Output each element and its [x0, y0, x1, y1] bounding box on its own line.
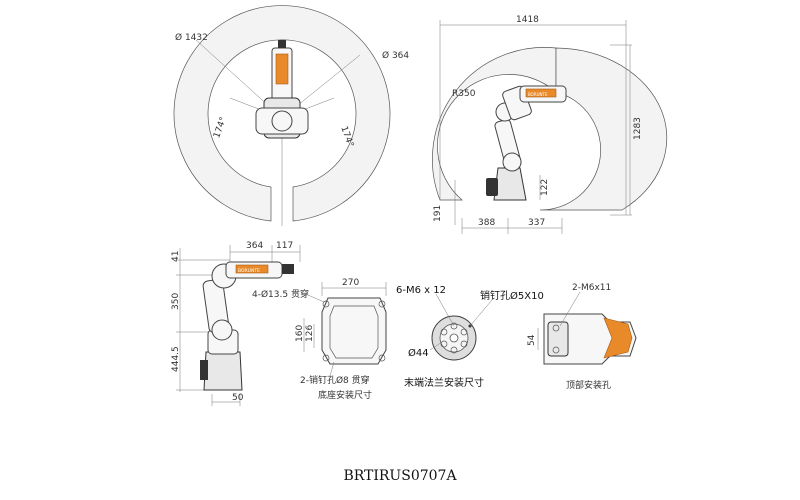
base-mount-view: 270 160 126 4-Ø13.5 贯穿 2-销钉孔Ø8 贯穿 底座安装尺寸 [252, 278, 387, 401]
flange-dia-label: Ø44 [408, 347, 429, 359]
d41-label: 41 [171, 251, 181, 262]
d364-label: 364 [246, 241, 263, 251]
base-caption: 底座安装尺寸 [318, 389, 372, 401]
top-mount-screws-label: 2-M6x11 [572, 283, 611, 293]
top-view-work-range: Ø 1432 Ø 364 174° 174° [173, 5, 409, 226]
width-label: 1418 [516, 15, 539, 25]
flange-pin-label: 销钉孔Ø5X10 [480, 289, 544, 302]
flange-caption: 末端法兰安装尺寸 [404, 376, 484, 389]
dia-inner-label: Ø 364 [382, 50, 409, 61]
front-brand-text: BORUNTE [238, 268, 260, 274]
d117-label: 117 [276, 241, 293, 251]
d122-label: 122 [540, 179, 550, 196]
d337-label: 337 [528, 218, 545, 228]
model-name: BRTIRUS0707A [343, 468, 457, 484]
angle-left-label: 174° [212, 116, 229, 140]
side-view-work-range: BORUNTE 1418 1283 R350 122 191 388 337 [432, 15, 668, 234]
dia-outer-label: Ø 1432 [175, 32, 208, 43]
d270-label: 270 [342, 278, 359, 288]
hole-a-label: 4-Ø13.5 贯穿 [252, 288, 309, 300]
side-brand-text: BORUNTE [528, 92, 548, 97]
radius-label: R350 [452, 89, 476, 99]
top-mount-caption: 顶部安装孔 [566, 379, 611, 391]
d50-label: 50 [232, 393, 244, 403]
d444-label: 444.5 [171, 346, 181, 372]
flange-screws-label: 6-M6 x 12 [396, 285, 446, 296]
d126-label: 126 [305, 325, 315, 342]
d160-label: 160 [295, 325, 305, 342]
flange-view: 6-M6 x 12 销钉孔Ø5X10 Ø44 末端法兰安装尺寸 [396, 285, 544, 389]
d388-label: 388 [478, 218, 495, 228]
top-mount-view: 2-M6x11 54 顶部安装孔 [527, 283, 637, 391]
angle-right-label: 174° [338, 125, 355, 149]
height-label: 1283 [633, 117, 643, 140]
hole-b-label: 2-销钉孔Ø8 贯穿 [300, 374, 370, 386]
d350-label: 350 [171, 293, 181, 310]
d54-label: 54 [527, 334, 537, 346]
d191-label: 191 [433, 205, 443, 222]
front-view: BORUNTE 364 117 41 350 444.5 50 [171, 241, 301, 406]
